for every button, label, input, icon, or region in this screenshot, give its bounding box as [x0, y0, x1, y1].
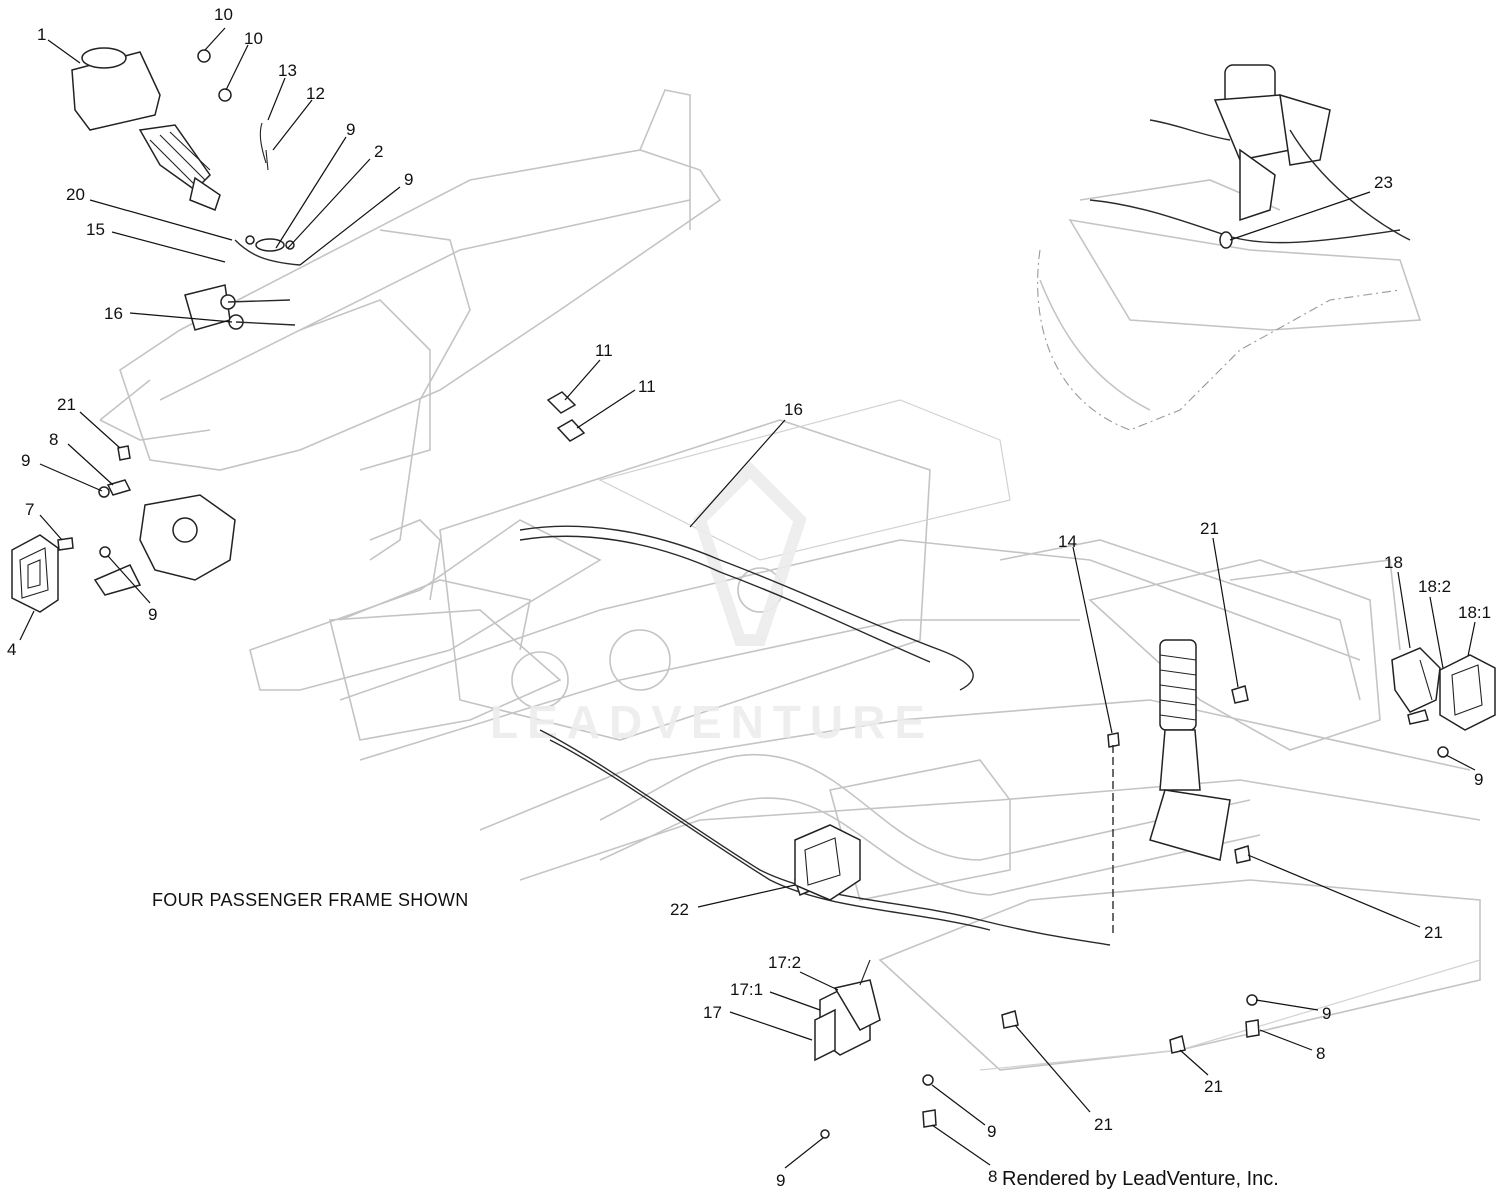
callout-11-a: 11	[595, 341, 613, 360]
callout-numbers: 1 10 10 13 12 9 2 9 20 15 16 11 11 16 21…	[7, 5, 1491, 1190]
callout-16-a: 16	[104, 304, 123, 323]
callout-4: 4	[7, 640, 16, 659]
washer-9-lower-a	[922, 1074, 934, 1086]
master-cylinder	[71, 47, 221, 211]
callout-17-1: 17:1	[730, 980, 763, 999]
washer-9-right	[1437, 746, 1449, 758]
callout-12: 12	[306, 84, 325, 103]
callout-21-a: 21	[57, 395, 76, 414]
callout-21-c: 21	[1424, 923, 1443, 942]
frame-caption: FOUR PASSENGER FRAME SHOWN	[152, 890, 469, 910]
brake-line-16-b	[519, 535, 931, 663]
rear-shock-absorber	[1149, 639, 1231, 861]
right-rear-brake-caliper	[1391, 647, 1496, 731]
washer-9-left-rear	[820, 1129, 830, 1139]
callout-9-h: 9	[987, 1122, 996, 1141]
callout-21-b: 21	[1200, 519, 1219, 538]
brake-line-16	[519, 525, 974, 691]
bleeder-7	[57, 537, 74, 551]
bolt-8-lower-b	[1245, 1019, 1260, 1038]
nut-10-a	[197, 49, 211, 63]
callout-7: 7	[25, 500, 34, 519]
callout-18-1: 18:1	[1458, 603, 1491, 622]
callout-10-b: 10	[244, 29, 263, 48]
bolt-21-lower-b	[1169, 1035, 1186, 1054]
callout-9-a: 9	[346, 120, 355, 139]
callout-leader-lines	[19, 27, 1476, 1169]
callout-18-2: 18:2	[1418, 577, 1451, 596]
bolt-8-left	[106, 479, 132, 496]
bolt-21-lower-a	[1001, 1010, 1019, 1029]
callout-9-f: 9	[776, 1171, 785, 1190]
bolt-21-left	[117, 445, 131, 461]
watermark-text: LEADVENTURE	[490, 696, 934, 748]
washer-9-knuckle	[99, 546, 111, 558]
bolt-11-a	[546, 391, 577, 414]
callout-13: 13	[278, 61, 297, 80]
washer-9-lower-b	[1246, 994, 1258, 1006]
callout-22: 22	[670, 900, 689, 919]
callout-18: 18	[1384, 553, 1403, 572]
callout-21-d: 21	[1204, 1077, 1223, 1096]
callout-9-c: 9	[21, 451, 30, 470]
callout-20: 20	[66, 185, 85, 204]
nut-10-b	[218, 88, 232, 102]
callout-14: 14	[1058, 532, 1077, 551]
watermark: LEADVENTURE	[490, 461, 934, 748]
detail-view-boundary	[1037, 249, 1401, 431]
callout-9-b: 9	[404, 170, 413, 189]
callout-23: 23	[1374, 173, 1393, 192]
callout-8-b: 8	[1316, 1044, 1325, 1063]
bolt-21-mount	[1234, 845, 1251, 864]
bolt-11-b	[556, 419, 586, 442]
vehicle-frame-outline	[99, 89, 1481, 1071]
brake-line-fittings	[184, 235, 301, 331]
callout-17-2: 17:2	[768, 953, 801, 972]
callout-16-b: 16	[784, 400, 803, 419]
callout-8-a: 8	[49, 430, 58, 449]
callout-2: 2	[374, 142, 383, 161]
callout-1: 1	[37, 25, 46, 44]
washer-9-left	[98, 486, 110, 498]
callout-11-b: 11	[638, 377, 656, 396]
bolt-21-shock	[1231, 685, 1249, 704]
front-left-hub-assembly	[93, 494, 236, 596]
callout-17: 17	[703, 1003, 722, 1022]
callout-21-e: 21	[1094, 1115, 1113, 1134]
left-brake-caliper	[11, 534, 59, 613]
render-credit: Rendered by LeadVenture, Inc.	[1002, 1168, 1279, 1190]
detail-view-parts	[1089, 64, 1411, 249]
callout-9-e: 9	[1474, 770, 1483, 789]
left-rear-brake-caliper	[794, 824, 881, 1062]
callout-10-a: 10	[214, 5, 233, 24]
cotter-pin	[259, 122, 267, 164]
fitting-14	[1107, 732, 1120, 748]
bolt-8-lower-a	[922, 1109, 937, 1128]
callout-8-c: 8	[988, 1167, 997, 1186]
callout-15: 15	[86, 220, 105, 239]
callout-9-d: 9	[148, 605, 157, 624]
callout-9-g: 9	[1322, 1004, 1331, 1023]
clevis-pin	[265, 149, 269, 171]
